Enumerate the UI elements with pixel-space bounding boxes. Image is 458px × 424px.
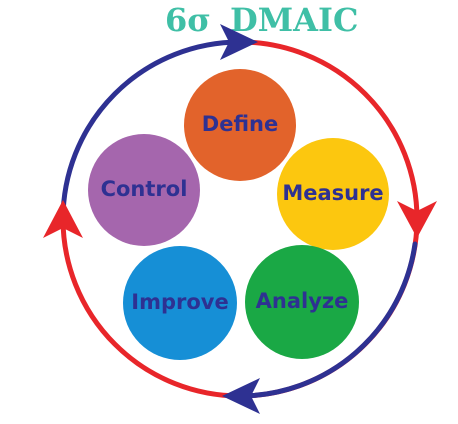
arrowhead-left-icon xyxy=(43,200,83,238)
phase-control-circle xyxy=(88,134,200,246)
ring-arc-blue-left xyxy=(60,39,243,222)
phase-analyze: Analyze xyxy=(245,245,359,359)
phase-define-label: Define xyxy=(202,112,278,136)
phase-improve-circle xyxy=(123,246,237,360)
phase-improve-label: Improve xyxy=(131,290,228,314)
phase-measure: Measure xyxy=(277,138,389,250)
phase-improve: Improve xyxy=(123,246,237,360)
title-sigma: 6σ xyxy=(165,1,211,39)
phase-analyze-circle xyxy=(245,245,359,359)
phase-analyze-label: Analyze xyxy=(256,289,349,313)
phase-define-circle xyxy=(184,69,296,181)
ring-arc-blue-right xyxy=(237,241,418,399)
phase-control: Control xyxy=(88,134,200,246)
arrowhead-bottom-icon xyxy=(222,378,260,414)
diagram-title: 6σ DMAIC xyxy=(165,1,358,39)
arrowhead-right-icon xyxy=(397,201,437,238)
title-dmaic: DMAIC xyxy=(230,1,358,39)
arrowhead-top-icon xyxy=(220,24,258,60)
phase-measure-circle xyxy=(277,138,389,250)
phase-measure-label: Measure xyxy=(282,181,383,205)
phase-control-label: Control xyxy=(101,177,188,201)
phase-define: Define xyxy=(184,69,296,181)
ring-arc-red-left xyxy=(60,216,243,399)
